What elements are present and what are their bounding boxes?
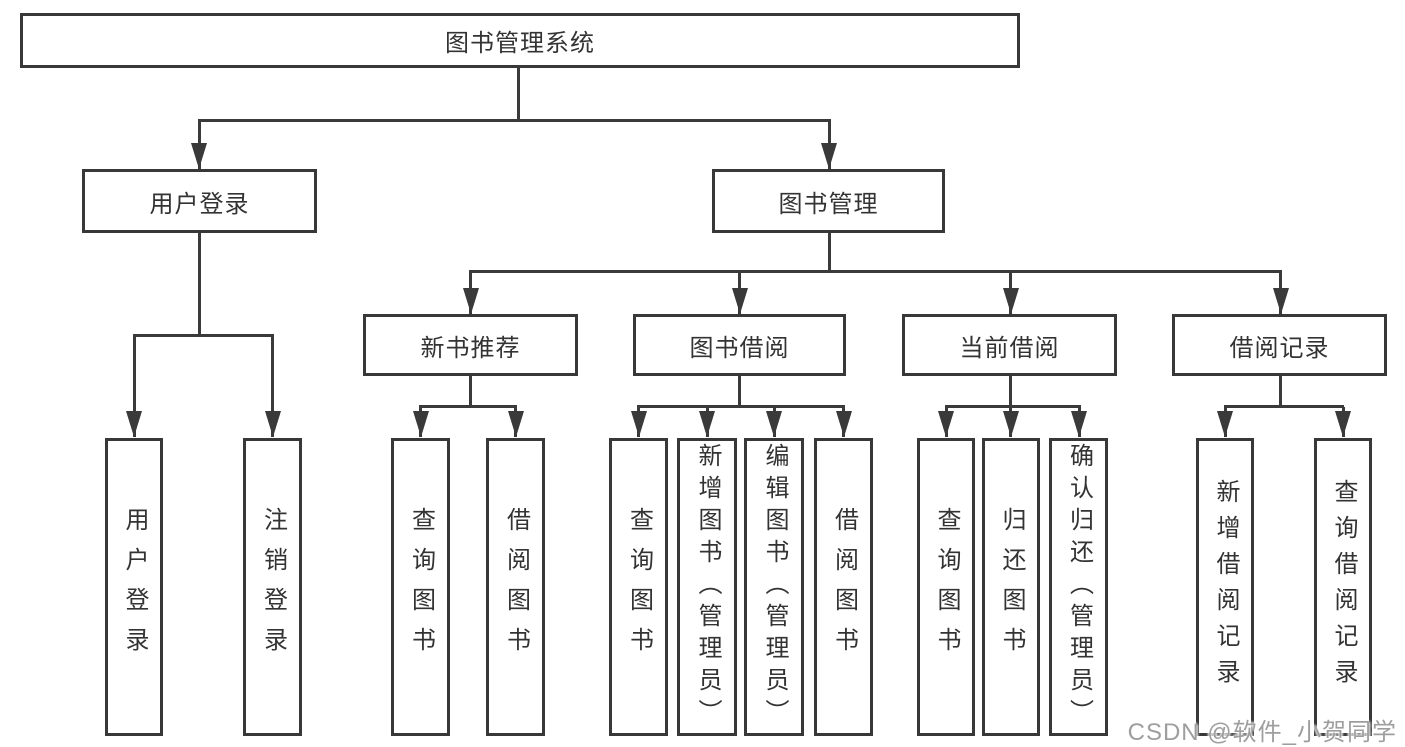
leaf-query-books-current: 查询图书 <box>917 438 975 736</box>
connector-line <box>468 376 472 407</box>
connector-line <box>132 334 274 337</box>
leaf-add-books-admin: 新增图书（管理员） <box>677 438 737 736</box>
leaf-query-books-recommend-label: 查询图书 <box>407 507 435 667</box>
connector-line <box>132 336 136 437</box>
leaf-edit-books-admin: 编辑图书（管理员） <box>744 438 804 736</box>
connector-line <box>516 68 520 121</box>
leaf-add-borrow-record: 新增借阅记录 <box>1196 438 1254 736</box>
node-book-borrow: 图书借阅 <box>633 314 846 376</box>
arrowhead-icon <box>835 411 852 437</box>
connector-line <box>827 233 831 271</box>
node-book-borrow-label: 图书借阅 <box>689 334 790 362</box>
leaf-return-books: 归还图书 <box>982 438 1040 736</box>
connector-line <box>468 270 1282 273</box>
node-borrow-records: 借阅记录 <box>1172 314 1387 376</box>
csdn-watermark: CSDN @软件_小贺同学 <box>1127 719 1397 746</box>
leaf-borrow-books: 借阅图书 <box>814 438 873 736</box>
leaf-query-books-borrow: 查询图书 <box>609 438 668 736</box>
node-user-login: 用户登录 <box>82 169 317 233</box>
leaf-add-books-admin-label: 新增图书（管理员） <box>694 443 721 731</box>
arrowhead-icon <box>731 288 748 314</box>
arrowhead-icon <box>126 411 142 437</box>
leaf-query-books-current-label: 查询图书 <box>933 507 960 667</box>
leaf-borrow-books-label: 借阅图书 <box>830 507 858 667</box>
arrowhead-icon <box>1272 288 1289 314</box>
leaf-user-login: 用户登录 <box>105 438 163 736</box>
arrowhead-icon <box>938 411 954 437</box>
arrowhead-icon <box>699 411 715 437</box>
leaf-query-borrow-record-label: 查询借阅记录 <box>1330 479 1357 695</box>
node-root: 图书管理系统 <box>20 13 1020 68</box>
node-root-label: 图书管理系统 <box>445 30 595 57</box>
connector-line <box>944 405 1081 408</box>
leaf-user-login-label: 用户登录 <box>121 507 148 667</box>
arrowhead-icon <box>462 288 479 314</box>
arrowhead-icon <box>412 411 429 437</box>
arrowhead-icon <box>1002 288 1019 314</box>
leaf-query-books-recommend: 查询图书 <box>391 438 450 736</box>
node-book-management: 图书管理 <box>712 169 945 233</box>
arrowhead-icon <box>507 411 524 437</box>
arrowhead-icon <box>264 411 281 437</box>
leaf-borrow-books-recommend-label: 借阅图书 <box>502 507 530 667</box>
leaf-query-borrow-record: 查询借阅记录 <box>1314 438 1372 736</box>
connector-line <box>637 405 845 408</box>
node-user-login-label: 用户登录 <box>149 190 250 218</box>
connector-line <box>197 119 831 122</box>
leaf-return-books-label: 归还图书 <box>998 507 1025 667</box>
arrowhead-icon <box>1217 411 1233 437</box>
node-borrow-records-label: 借阅记录 <box>1229 334 1330 362</box>
leaf-edit-books-admin-label: 编辑图书（管理员） <box>761 443 788 731</box>
arrowhead-icon <box>766 411 782 437</box>
arrowhead-icon <box>191 143 207 169</box>
leaf-confirm-return-admin: 确认归还（管理员） <box>1049 438 1108 736</box>
leaf-query-books-borrow-label: 查询图书 <box>625 507 653 667</box>
connector-line <box>1278 376 1282 407</box>
leaf-borrow-books-recommend: 借阅图书 <box>486 438 545 736</box>
connector-line <box>1223 405 1344 408</box>
arrowhead-icon <box>1335 411 1351 437</box>
node-book-management-label: 图书管理 <box>778 190 879 218</box>
node-new-book-recommend-label: 新书推荐 <box>420 334 521 362</box>
connector-line <box>197 233 201 335</box>
arrowhead-icon <box>630 411 647 437</box>
leaf-logout: 注销登录 <box>243 438 302 736</box>
connector-line <box>737 376 741 407</box>
node-new-book-recommend: 新书推荐 <box>363 314 578 376</box>
connector-line <box>271 336 274 437</box>
connector-line <box>419 405 517 408</box>
connector-line <box>1008 376 1012 407</box>
node-current-borrow: 当前借阅 <box>902 314 1117 376</box>
leaf-logout-label: 注销登录 <box>259 507 287 667</box>
node-current-borrow-label: 当前借阅 <box>959 334 1060 362</box>
leaf-add-borrow-record-label: 新增借阅记录 <box>1212 479 1239 695</box>
leaf-confirm-return-admin-label: 确认归还（管理员） <box>1065 443 1093 731</box>
arrowhead-icon <box>1071 411 1087 437</box>
arrowhead-icon <box>1002 411 1019 437</box>
arrowhead-icon <box>821 143 837 169</box>
